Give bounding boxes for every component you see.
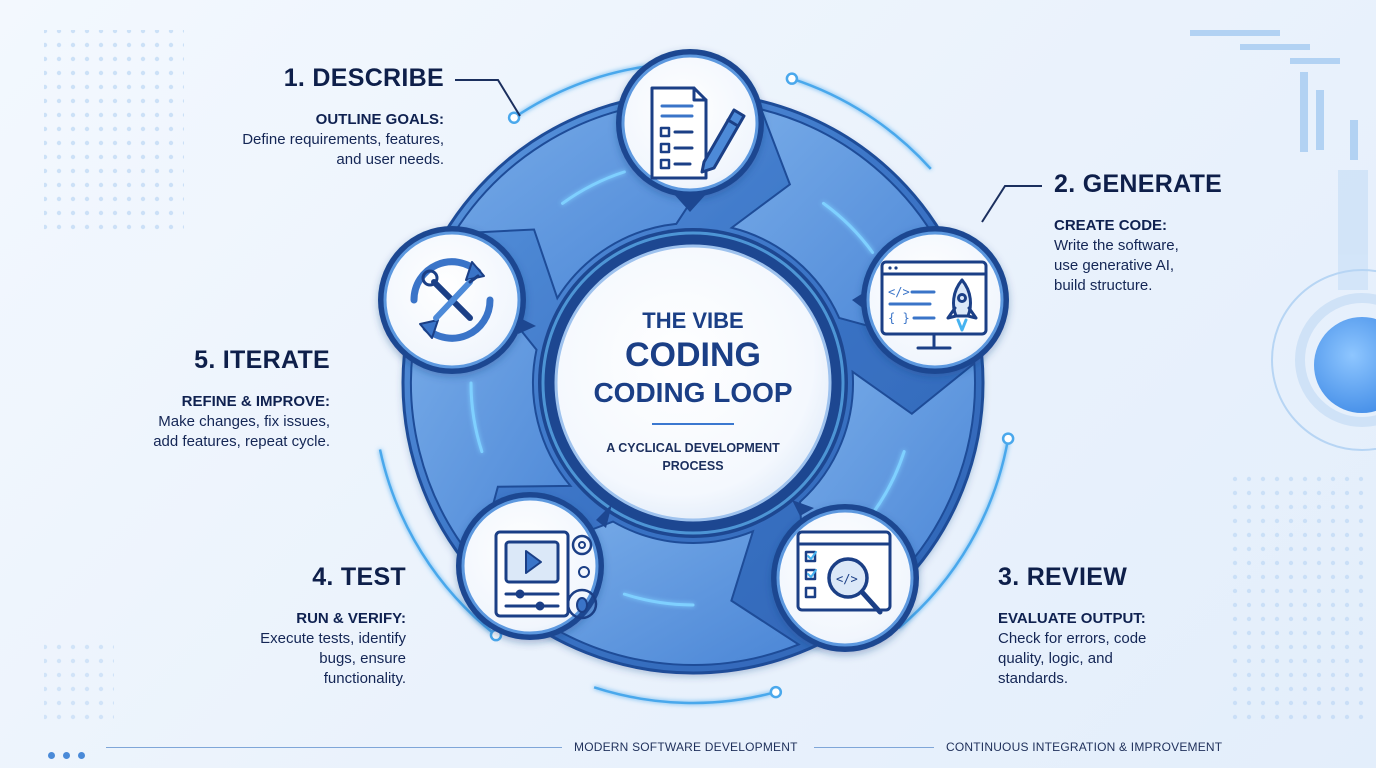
orb-decoration-right bbox=[1271, 269, 1376, 451]
step-4-desc-line1: Execute tests, identify bbox=[260, 630, 406, 647]
segment-glow-line bbox=[622, 592, 695, 607]
step-3-bubble: </> bbox=[771, 500, 919, 652]
svg-text:</>: </> bbox=[836, 572, 858, 586]
center-title-line3: CODING LOOP bbox=[593, 377, 792, 408]
step-5-text: 5. ITERATE REFINE & IMPROVE: Make change… bbox=[70, 346, 330, 452]
center-tagline-line2: PROCESS bbox=[662, 459, 723, 473]
orbit-arc bbox=[513, 64, 649, 119]
background-dots-bottom-left bbox=[44, 640, 114, 720]
orbit-arc bbox=[791, 77, 932, 170]
step-1-title: 1. DESCRIBE bbox=[283, 64, 444, 92]
orbit-node bbox=[1001, 432, 1015, 445]
svg-text:{ }: { } bbox=[888, 311, 910, 325]
step-1-desc-line1: Define requirements, features, bbox=[242, 131, 444, 148]
footer-rule-mid bbox=[814, 747, 934, 748]
step-4-title: 4. TEST bbox=[312, 563, 406, 591]
step-1-bubble bbox=[616, 49, 764, 212]
footer-right-label: CONTINUOUS INTEGRATION & IMPROVEMENT bbox=[946, 740, 1223, 754]
step-2-desc-line2: use generative AI, bbox=[1054, 257, 1175, 274]
step-3-title: 3. REVIEW bbox=[998, 563, 1128, 591]
step-4-desc-line3: functionality. bbox=[323, 670, 406, 687]
video-gear-bug-icon bbox=[494, 530, 598, 620]
step-3-subtitle: EVALUATE OUTPUT: bbox=[998, 610, 1146, 627]
footer-left-label: MODERN SOFTWARE DEVELOPMENT bbox=[574, 740, 798, 754]
step-2-bubble: </> { } bbox=[852, 226, 1009, 374]
svg-text:</>: </> bbox=[888, 285, 910, 299]
orbit-arc bbox=[593, 686, 777, 705]
step-3-desc-line1: Check for errors, code bbox=[998, 630, 1147, 647]
monitor-code-rocket-icon: </> { } bbox=[880, 260, 988, 350]
step-5-title: 5. ITERATE bbox=[194, 346, 330, 374]
step-1-desc-line2: and user needs. bbox=[336, 151, 444, 168]
step-4-subtitle: RUN & VERIFY: bbox=[296, 610, 406, 627]
center-circle: THE VIBE CODING CODING LOOP A CYCLICAL D… bbox=[554, 244, 832, 522]
segment-glow-line bbox=[821, 201, 875, 255]
step-3-desc-line2: quality, logic, and bbox=[998, 650, 1113, 667]
background-dots-bottom-right bbox=[1230, 470, 1370, 720]
step-4-text: 4. TEST RUN & VERIFY: Execute tests, ide… bbox=[170, 563, 406, 689]
step-1-text: 1. DESCRIBE OUTLINE GOALS: Define requir… bbox=[150, 64, 444, 170]
orbit-arc bbox=[378, 449, 497, 637]
center-title-line1: THE VIBE bbox=[642, 308, 743, 333]
step-5-desc-line2: add features, repeat cycle. bbox=[153, 433, 330, 450]
background-dots-top-left bbox=[44, 30, 184, 230]
center-tagline-line1: A CYCLICAL DEVELOPMENT bbox=[606, 441, 780, 455]
step-5-desc-line1: Make changes, fix issues, bbox=[158, 413, 330, 430]
document-checklist-pen-icon bbox=[650, 86, 746, 180]
footer-rule-left bbox=[106, 747, 562, 748]
segment-glow-line bbox=[871, 450, 906, 515]
step-4-desc-line2: bugs, ensure bbox=[319, 650, 406, 667]
code-magnifier-checklist-icon: </> bbox=[796, 530, 892, 615]
step-3-text: 3. REVIEW EVALUATE OUTPUT: Check for err… bbox=[998, 563, 1238, 689]
step-5-subtitle: REFINE & IMPROVE: bbox=[181, 393, 330, 410]
step-2-text: 2. GENERATE CREATE CODE: Write the softw… bbox=[1054, 170, 1284, 296]
step-2-title: 2. GENERATE bbox=[1054, 170, 1223, 198]
step-5-bubble bbox=[378, 226, 536, 374]
step-2-desc-line3: build structure. bbox=[1054, 277, 1153, 294]
step-2-desc-line1: Write the software, bbox=[1054, 237, 1179, 254]
center-title-line2: CODING bbox=[625, 336, 761, 374]
step-4-bubble bbox=[456, 492, 612, 640]
step-2-subtitle: CREATE CODE: bbox=[1054, 217, 1168, 234]
connector-lines bbox=[455, 79, 1042, 223]
segment-glow-line bbox=[561, 170, 626, 205]
cycle-tools-icon bbox=[410, 258, 494, 342]
orbit-node bbox=[785, 72, 799, 85]
orbit-node bbox=[507, 111, 521, 124]
footer-dots bbox=[48, 744, 85, 763]
orbit-arrows bbox=[378, 64, 1015, 705]
step-1-subtitle: OUTLINE GOALS: bbox=[315, 111, 444, 128]
orbit-arc bbox=[897, 438, 1010, 630]
orbit-node bbox=[769, 685, 783, 699]
step-3-desc-line3: standards. bbox=[998, 670, 1069, 687]
segment-glow-line bbox=[469, 381, 484, 454]
